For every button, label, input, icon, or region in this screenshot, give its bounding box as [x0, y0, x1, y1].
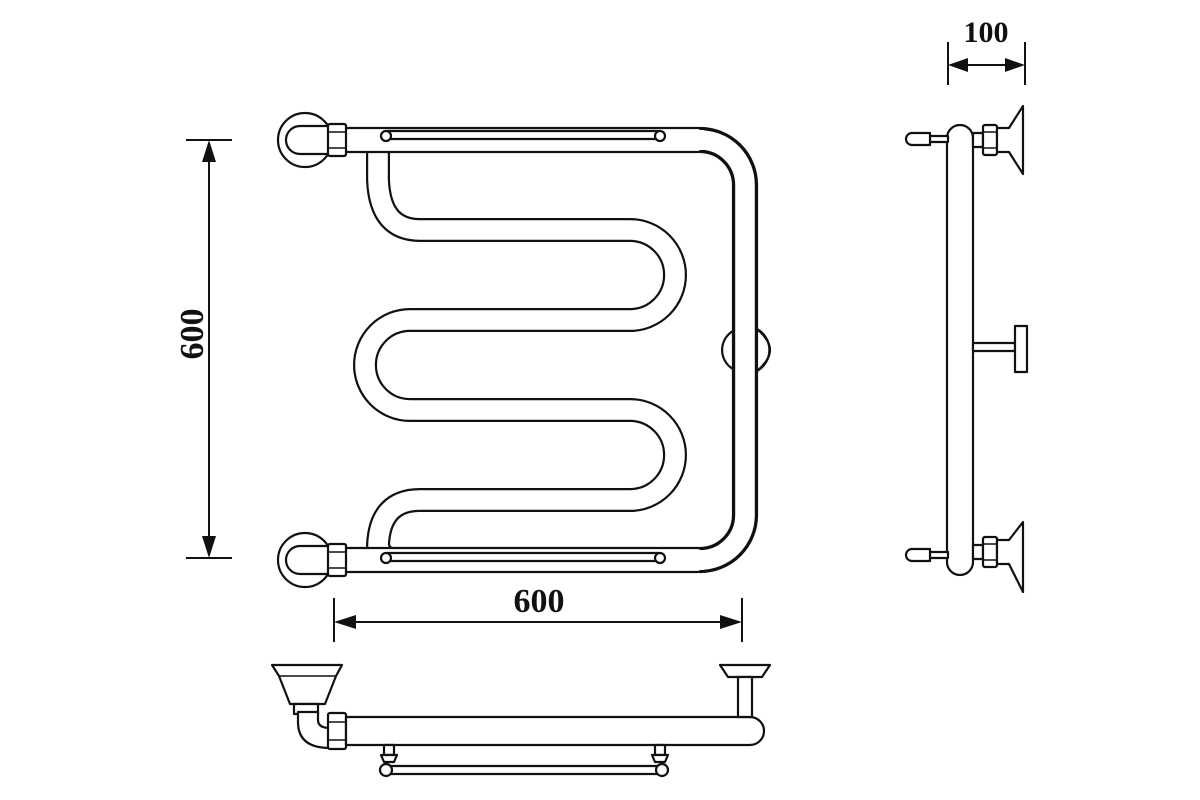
top-shelf-bar: [379, 129, 667, 143]
top-view-shelf-posts: [379, 743, 670, 764]
top-view-left-mount: [270, 663, 344, 716]
depth-dimension-label: 100: [964, 16, 1009, 49]
top-view-elbow: [296, 710, 332, 750]
bottom-elbow: [284, 544, 332, 576]
top-union-nut: [326, 122, 348, 158]
width-dimension: 600: [333, 583, 743, 642]
top-view-shelf-bar: [378, 762, 670, 778]
side-middle-bracket: [971, 324, 1029, 374]
front-view: [276, 111, 772, 589]
top-view-union-nut: [326, 711, 348, 751]
serpentine-tube: [365, 140, 745, 560]
width-dimension-label: 600: [514, 583, 565, 620]
depth-dimension: 100: [947, 16, 1026, 85]
middle-support-bracket: [720, 327, 772, 373]
side-view: 100: [904, 16, 1029, 594]
side-bottom-knob: [904, 547, 950, 563]
side-bottom-mount: [971, 520, 1025, 594]
side-top-knob: [904, 131, 950, 147]
bottom-union-nut: [326, 542, 348, 578]
bottom-shelf-bar: [379, 551, 667, 565]
height-dimension: 600: [174, 139, 232, 559]
top-view-tube: [344, 715, 766, 747]
top-view: [270, 663, 772, 778]
top-elbow: [284, 124, 332, 156]
height-dimension-label: 600: [174, 309, 211, 360]
side-top-mount: [971, 104, 1025, 176]
top-view-right-bracket: [718, 663, 772, 719]
